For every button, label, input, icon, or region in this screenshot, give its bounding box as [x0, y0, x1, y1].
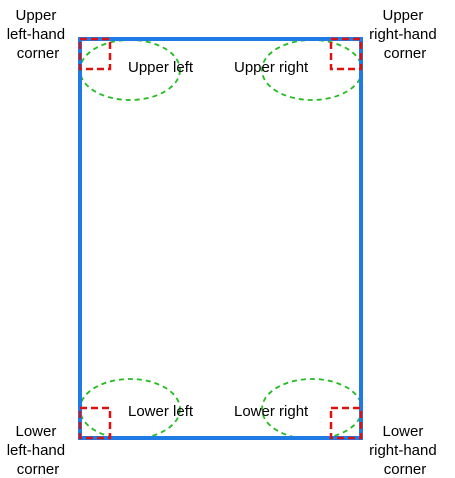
upper-left-corner-box — [78, 37, 112, 71]
lower-right-corner-label: Lower right-hand corner — [369, 423, 441, 478]
upper-right-label: Upper right — [234, 59, 309, 76]
lower-right-corner-box — [329, 406, 363, 440]
upper-right-corner-label-line: corner — [384, 45, 427, 62]
lower-left-corner-box — [78, 406, 112, 440]
lower-left-label: Lower left — [128, 403, 194, 420]
page-frame — [78, 37, 363, 440]
upper-right-corner-label: Upper right-hand corner — [369, 7, 441, 62]
lower-right-corner-label-line: corner — [384, 461, 427, 478]
upper-left-corner-label: Upper left-hand corner — [7, 7, 70, 62]
upper-right-corner-label-line: Upper — [382, 7, 423, 24]
lower-left-corner-label-line: corner — [17, 461, 60, 478]
upper-left-label: Upper left — [128, 59, 194, 76]
upper-left-corner-label-line: corner — [17, 45, 60, 62]
lower-right-corner-label-line: Lower — [382, 423, 423, 440]
lower-right-corner-label-line: right-hand — [369, 442, 437, 459]
upper-left-corner-label-line: Upper — [15, 7, 56, 24]
lower-left-corner-label-line: Lower — [15, 423, 56, 440]
lower-right-label: Lower right — [234, 403, 309, 420]
lower-left-corner-label-line: left-hand — [7, 442, 65, 459]
upper-right-corner-box — [329, 37, 363, 71]
upper-left-corner-label-line: left-hand — [7, 26, 65, 43]
upper-right-corner-label-line: right-hand — [369, 26, 437, 43]
lower-left-corner-label: Lower left-hand corner — [7, 423, 70, 478]
